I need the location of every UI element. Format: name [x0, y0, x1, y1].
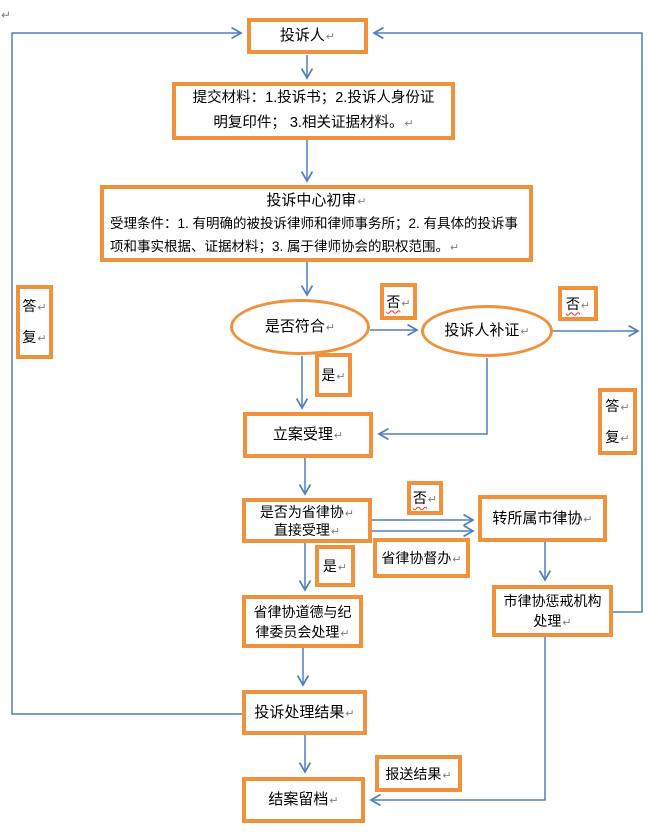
pilcrow: ↵ [340, 627, 350, 640]
pilcrow: ↵ [580, 299, 591, 312]
node-city-discipline-line2: 处理 [533, 613, 562, 629]
node-province-direct-line1: 是否为省律协 [259, 503, 344, 520]
pilcrow: ↵ [620, 401, 630, 414]
node-center-review: 投诉中心初审↵ 受理条件：1. 有明确的被投诉律师和律师事务所；2. 有具体的投… [100, 185, 533, 262]
node-complainant-label: 投诉人 [279, 27, 325, 44]
pilcrow: ↵ [336, 371, 346, 383]
label-reply-right: 答↵ 复↵ [598, 388, 637, 455]
label-yes-1: 是↵ [315, 353, 352, 397]
pilcrow: ↵ [442, 769, 452, 782]
pilcrow: ↵ [325, 322, 336, 334]
pilcrow: ↵ [401, 297, 411, 310]
node-city-discipline: 市律协惩戒机构 处理↵ [492, 585, 613, 637]
label-reply-right-char2: 复 [605, 428, 620, 445]
label-no-2: 否↵ [558, 286, 598, 321]
node-supplement-label: 投诉人补证 [444, 322, 520, 339]
pilcrow: ↵ [562, 617, 572, 629]
label-no-1-text: 否 [386, 293, 401, 310]
node-province-direct: 是否为省律协↵ 直接受理↵ [242, 498, 372, 543]
pilcrow: ↵ [450, 241, 460, 254]
pilcrow: ↵ [620, 432, 630, 445]
node-province-supervise: 省律协督办↵ [373, 538, 470, 578]
node-center-review-body1: 受理条件：1. 有明确的被投诉律师和律师事务所；2. 有具体的投诉事 [110, 215, 519, 231]
label-no-3-text: 否 [412, 490, 427, 506]
node-supplement: 投诉人补证↵ [421, 305, 553, 357]
node-archive-label: 结案留档 [268, 791, 329, 808]
pilcrow: ↵ [583, 513, 593, 526]
label-yes-1-text: 是 [321, 367, 336, 383]
pilcrow: ↵ [329, 795, 339, 807]
node-province-direct-line2: 直接受理 [273, 521, 330, 538]
node-transfer-city: 转所属市律协↵ [478, 495, 607, 542]
paragraph-mark: ↵ [1, 8, 12, 22]
pilcrow: ↵ [333, 430, 344, 442]
node-province-supervise-label: 省律协督办 [381, 550, 452, 566]
node-center-review-body2: 项和事实根据、证据材料；3. 属于律师协会的职权范围。 [110, 238, 450, 254]
pilcrow: ↵ [452, 554, 462, 566]
label-reply-left-char1: 答 [22, 298, 37, 314]
pilcrow: ↵ [427, 494, 438, 506]
label-yes-2: 是↵ [315, 545, 355, 587]
node-is-conform-label: 是否符合 [264, 318, 325, 335]
node-submit-materials-line1: 提交材料：1.投诉书；2.投诉人身份证 [192, 90, 435, 106]
label-no-3: 否↵ [407, 481, 443, 515]
pilcrow: ↵ [37, 302, 47, 314]
pilcrow: ↵ [337, 562, 348, 574]
node-archive: 结案留档↵ [242, 777, 365, 823]
pilcrow: ↵ [344, 507, 355, 520]
node-center-review-title: 投诉中心初审 [266, 191, 357, 209]
node-province-ethics-line1: 省律协道德与纪 [253, 603, 352, 620]
node-is-conform: 是否符合↵ [230, 299, 370, 355]
pilcrow: ↵ [404, 118, 414, 130]
pilcrow: ↵ [357, 195, 367, 208]
pilcrow: ↵ [325, 31, 336, 43]
label-reply-left-char2: 复 [22, 329, 37, 345]
node-result-label: 投诉处理结果 [254, 703, 345, 721]
node-file-case-label: 立案受理 [272, 426, 333, 443]
label-no-1: 否↵ [380, 283, 417, 320]
label-reply-left: 答↵ 复↵ [16, 285, 53, 359]
label-report-result: 报送结果↵ [375, 755, 462, 792]
node-province-ethics: 省律协道德与纪 律委员会处理↵ [242, 595, 363, 648]
pilcrow: ↵ [37, 333, 47, 345]
label-no-2-text: 否 [565, 295, 580, 312]
node-complainant: 投诉人↵ [247, 18, 368, 54]
pilcrow: ↵ [520, 326, 530, 338]
node-result: 投诉处理结果↵ [242, 690, 367, 735]
node-submit-materials-line2: 明复印件； 3.相关证据材料。 [213, 115, 404, 131]
label-yes-2-text: 是 [322, 558, 337, 574]
label-report-result-text: 报送结果 [385, 765, 442, 782]
pilcrow: ↵ [330, 525, 341, 538]
node-file-case: 立案受理↵ [243, 412, 373, 458]
pilcrow: ↵ [345, 707, 355, 720]
label-reply-right-char1: 答 [605, 397, 620, 414]
node-city-discipline-line1: 市律协惩戒机构 [503, 593, 602, 609]
node-transfer-city-label: 转所属市律协 [492, 509, 583, 527]
node-province-ethics-line2: 律委员会处理 [255, 623, 340, 640]
node-submit-materials: 提交材料：1.投诉书；2.投诉人身份证 明复印件； 3.相关证据材料。↵ [172, 82, 455, 140]
edge-supplement-filecase [377, 358, 488, 441]
